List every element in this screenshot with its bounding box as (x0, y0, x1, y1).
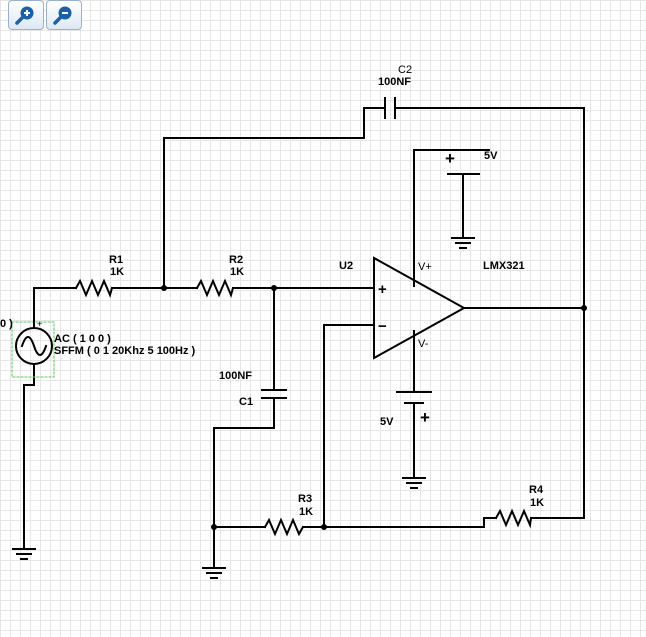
r3-name-label: R3 (298, 493, 312, 505)
r3-value-label: 1K (299, 506, 313, 518)
u2-vminus-label: V- (418, 338, 429, 350)
r4-name-label: R4 (529, 484, 544, 496)
vneg-plus-sign: + (420, 408, 430, 427)
source-sffm-label: SFFM ( 0 1 20Khz 5 100Hz ) (54, 345, 196, 357)
u2-name-label: U2 (339, 260, 353, 272)
r4-value-label: 1K (530, 497, 544, 509)
source-cut-label: 0 ) (0, 318, 13, 330)
capacitor-c1[interactable] (261, 389, 287, 399)
ground-symbol-vneg (402, 477, 426, 489)
u2-noninverting-sign: + (378, 281, 387, 298)
r2-name-label: R2 (229, 254, 243, 266)
c2-name-label: C2 (398, 64, 412, 76)
resistor-r3[interactable] (263, 517, 305, 537)
u2-vplus-label: V+ (418, 261, 432, 273)
battery-vneg[interactable] (396, 391, 432, 479)
u2-inverting-sign: − (378, 318, 387, 335)
c1-value-label: 100NF (219, 370, 252, 382)
zoom-toolbar (8, 0, 82, 30)
wires (23, 107, 585, 569)
zoom-in-button[interactable] (8, 0, 44, 30)
vpos-value-label: 5V (484, 150, 498, 162)
ground-symbol-vpos (451, 237, 475, 249)
source-ac-label: AC ( 1 0 0 ) (54, 333, 111, 345)
source-plus-sign: + (37, 319, 42, 329)
r2-value-label: 1K (230, 266, 244, 278)
c1-name-label: C1 (239, 396, 253, 408)
vneg-value-label: 5V (380, 416, 394, 428)
c2-value-label: 100NF (378, 76, 411, 88)
capacitor-c2[interactable] (384, 97, 396, 119)
ground-symbol-source (12, 548, 36, 560)
ground-symbol-c1 (202, 567, 226, 579)
opamp-u2[interactable] (373, 256, 467, 360)
zoom-out-button[interactable] (46, 0, 82, 30)
battery-vpos[interactable] (434, 149, 490, 239)
magnifier-minus-icon (53, 6, 72, 25)
u2-part-label: LMX321 (483, 260, 525, 272)
resistor-r1[interactable] (74, 278, 114, 298)
ac-source[interactable] (11, 321, 55, 378)
vpos-plus-sign: + (445, 149, 455, 168)
resistor-r2[interactable] (195, 278, 235, 298)
resistor-r4[interactable] (494, 508, 533, 529)
r1-value-label: 1K (110, 266, 124, 278)
magnifier-plus-icon (15, 6, 34, 25)
junction-dots (161, 285, 587, 530)
r1-name-label: R1 (109, 254, 123, 266)
